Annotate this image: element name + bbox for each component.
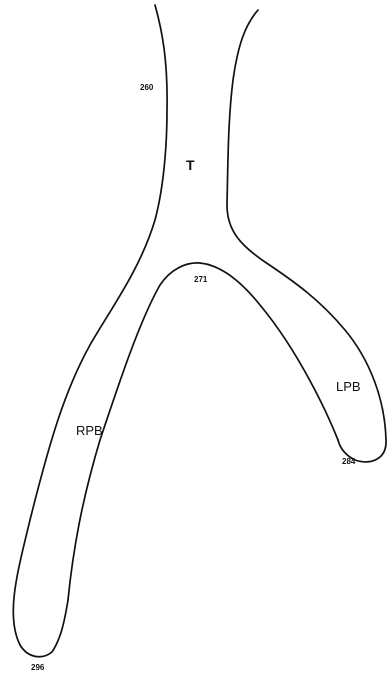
marker-284: 284: [342, 458, 355, 466]
trachea-label: T: [186, 158, 195, 172]
trachea-left-wall-and-right-bronchus-outer: [13, 5, 167, 657]
marker-271: 271: [194, 276, 207, 284]
trachea-right-wall-and-left-bronchus-outer: [227, 10, 386, 462]
left-bronchus-label: LPB: [336, 380, 361, 393]
marker-296: 296: [31, 664, 44, 672]
marker-260: 260: [140, 84, 153, 92]
right-bronchus-label: RPB: [76, 424, 103, 437]
